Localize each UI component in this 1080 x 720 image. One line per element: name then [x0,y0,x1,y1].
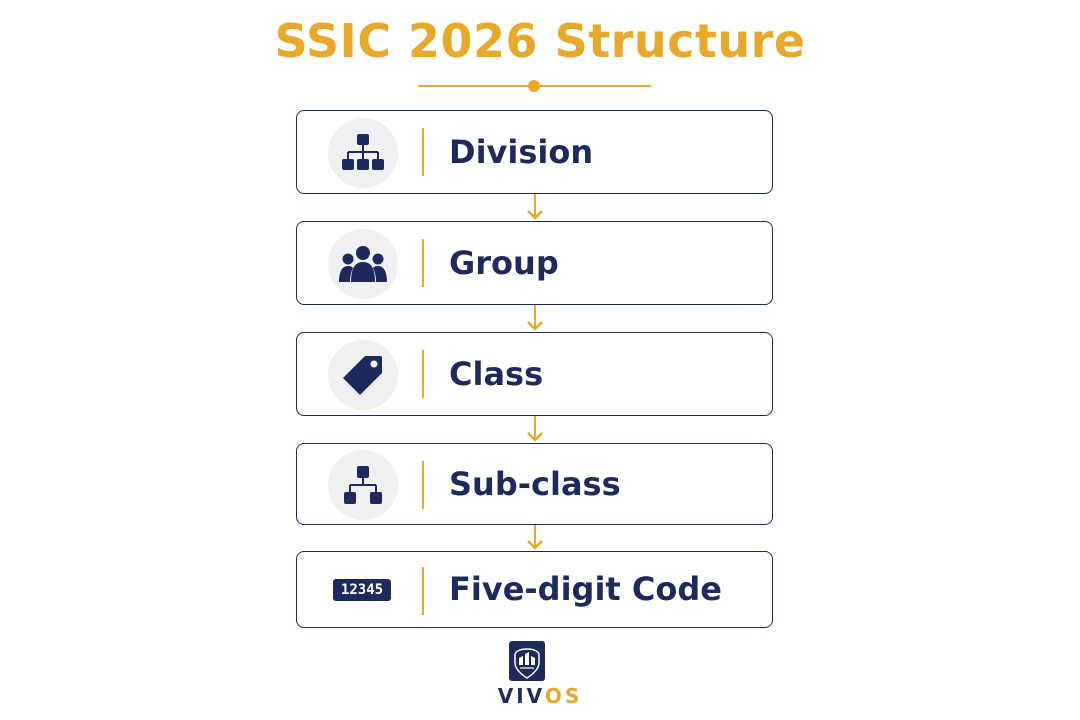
down-arrow-icon [527,305,543,331]
hierarchy-small-icon [328,450,398,520]
level-label: Five-digit Code [449,570,722,608]
level-separator [422,350,424,398]
brand-name: VIVOS [0,684,1080,708]
level-box-five-digit-code: 12345 Five-digit Code [296,551,773,628]
vivos-logo-icon [509,641,545,681]
hierarchy-icon [328,118,398,188]
level-separator [422,567,424,615]
title-divider-dot [528,80,540,92]
level-label: Division [449,133,594,171]
brand-part-2: OS [544,684,583,708]
people-group-icon [328,229,398,299]
tag-icon [328,340,398,410]
level-separator [422,239,424,287]
code-badge: 12345 [333,579,391,601]
page-title: SSIC 2026 Structure [274,14,806,68]
level-separator [422,461,424,509]
down-arrow-icon [527,194,543,220]
level-box-division: Division [296,110,773,194]
down-arrow-icon [527,525,543,550]
level-separator [422,128,424,176]
brand-part-1: VIV [497,684,545,708]
level-box-group: Group [296,221,773,305]
level-box-sub-class: Sub-class [296,443,773,525]
level-label: Class [449,355,544,393]
level-label: Sub-class [449,465,621,503]
level-label: Group [449,244,559,282]
down-arrow-icon [527,416,543,442]
level-box-class: Class [296,332,773,416]
